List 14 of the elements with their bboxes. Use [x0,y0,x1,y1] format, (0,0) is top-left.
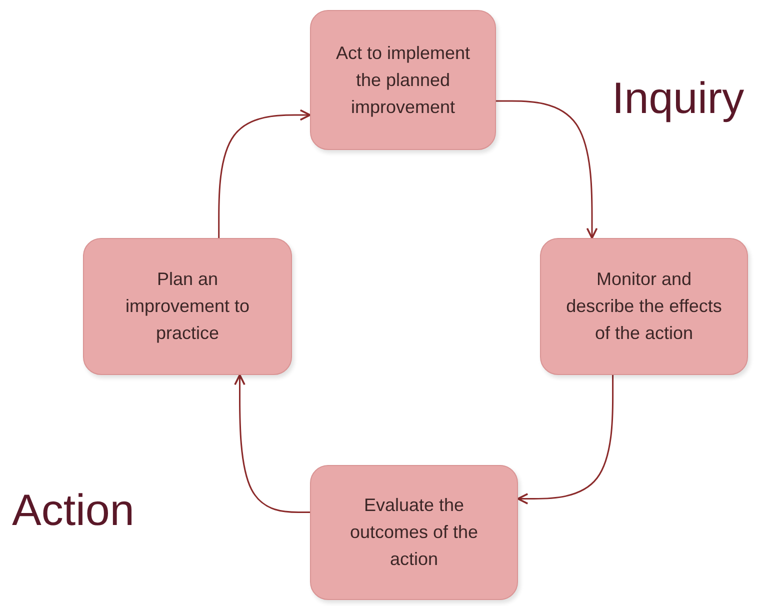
process-box [310,10,496,150]
stage-label: Action [12,486,134,536]
process-box [540,238,748,375]
curved-arrow [234,374,310,513]
box-text: Act to implement the planned improvement [334,42,472,119]
curved-arrow [496,100,598,239]
process-box [310,465,518,600]
box-text: Monitor and describe the effects of the action [565,268,723,345]
curved-arrow [517,375,614,504]
process-box [83,238,292,375]
box-text: Plan an improvement to practice [124,268,251,345]
curved-arrow [218,109,311,238]
stage-label: Inquiry [612,74,744,124]
box-text: Evaluate the outcomes of the action [348,494,480,571]
